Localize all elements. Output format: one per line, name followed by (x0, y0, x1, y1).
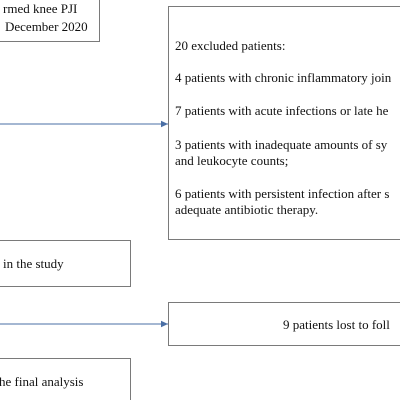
excluded-reason-3-line-2: and leukocyte counts; (175, 153, 289, 168)
lost-followup-text: 9 patients lost to foll (283, 317, 390, 332)
excluded-reason-1: 4 patients with chronic inflammatory joi… (175, 70, 392, 85)
final-analysis-text: he final analysis (0, 374, 84, 389)
excluded-reason-4-line-1: 6 patients with persistent infection aft… (175, 186, 390, 201)
excluded-reason-4-line-2: adequate antibiotic therapy. (175, 202, 319, 217)
excluded-reason-2: 7 patients with acute infections or late… (175, 103, 389, 118)
final-analysis-box: he final analysis (0, 358, 131, 400)
excluded-title: 20 excluded patients: (175, 38, 286, 53)
excluded-patients-box: 20 excluded patients: 4 patients with ch… (168, 6, 400, 240)
top-cohort-line-1: rmed knee PJI (3, 1, 78, 16)
top-cohort-box: rmed knee PJI December 2020 (0, 0, 100, 42)
top-cohort-line-2: December 2020 (5, 19, 88, 34)
excluded-reason-3-line-1: 3 patients with inadequate amounts of sy (175, 137, 388, 152)
lost-followup-box: 9 patients lost to foll (168, 302, 400, 346)
included-study-text: in the study (3, 256, 64, 271)
included-study-box: in the study (0, 240, 131, 287)
